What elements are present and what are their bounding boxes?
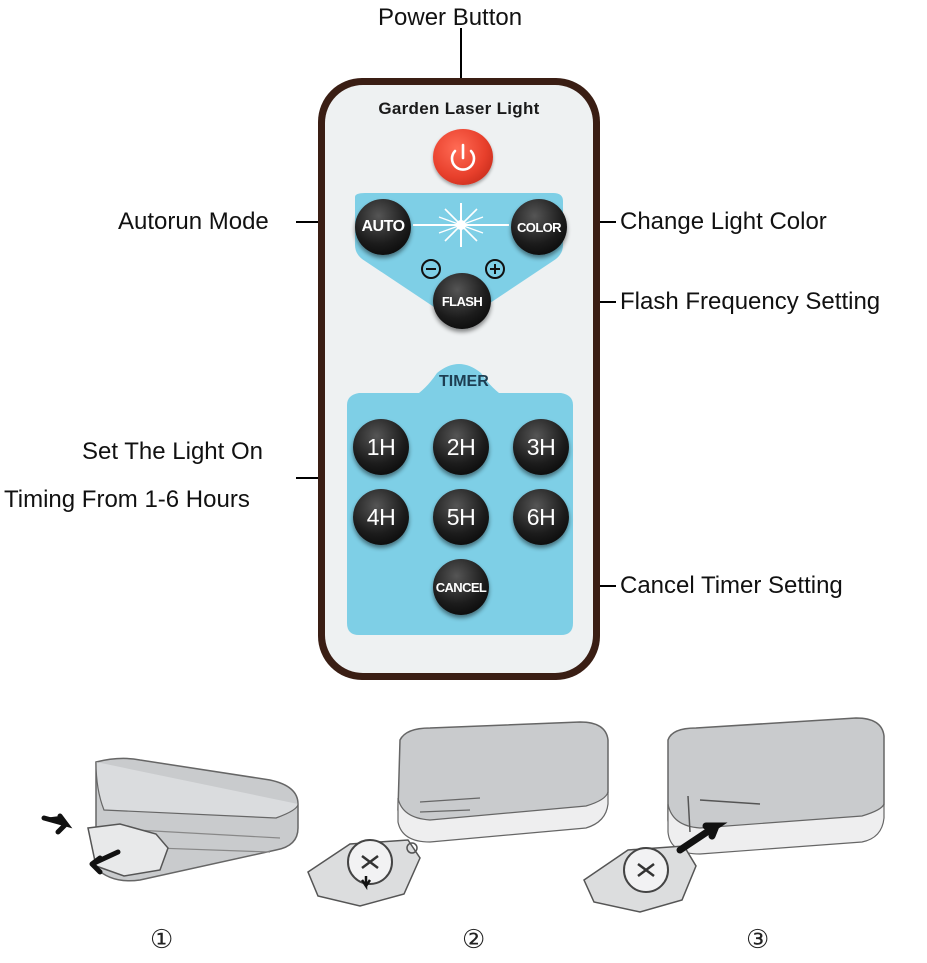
timer-callout-line2: Timing From 1-6 Hours xyxy=(4,486,250,513)
minus-icon xyxy=(421,259,441,279)
arrow-icon xyxy=(360,876,372,891)
timer-6h-button[interactable]: 6H xyxy=(513,489,569,545)
arrow-icon xyxy=(89,849,121,875)
change-color-callout: Change Light Color xyxy=(620,208,827,235)
step-1-illustration xyxy=(41,757,299,882)
timer-5h-button[interactable]: 5H xyxy=(433,489,489,545)
timer-callout-line1: Set The Light On xyxy=(82,438,264,465)
color-button[interactable]: COLOR xyxy=(511,199,567,255)
step-3-label: ③ xyxy=(746,925,770,955)
timer-label: TIMER xyxy=(439,373,489,390)
timer-4h-button[interactable]: 4H xyxy=(353,489,409,545)
step-1-label: ① xyxy=(150,925,174,955)
timer-3h-button[interactable]: 3H xyxy=(513,419,569,475)
flash-frequency-callout: Flash Frequency Setting xyxy=(620,288,881,315)
power-icon xyxy=(450,143,476,171)
step-3-illustration xyxy=(583,717,885,913)
arrow-icon xyxy=(41,813,73,835)
autorun-mode-callout: Autorun Mode xyxy=(118,208,269,235)
plus-icon xyxy=(485,259,505,279)
auto-button[interactable]: AUTO xyxy=(355,199,411,255)
power-button[interactable] xyxy=(433,129,493,185)
power-button-callout: Power Button xyxy=(378,4,523,31)
flash-button[interactable]: FLASH xyxy=(433,273,491,329)
battery-steps-illustration xyxy=(41,717,885,913)
cancel-button[interactable]: CANCEL xyxy=(433,559,489,615)
remote-control: Garden Laser Light xyxy=(318,78,600,680)
remote-face: Garden Laser Light xyxy=(325,85,593,673)
step-2-illustration xyxy=(307,721,609,907)
timer-1h-button[interactable]: 1H xyxy=(353,419,409,475)
arrow-icon xyxy=(676,822,728,854)
star-burst-icon xyxy=(413,203,509,247)
timer-2h-button[interactable]: 2H xyxy=(433,419,489,475)
cancel-timer-callout: Cancel Timer Setting xyxy=(620,572,843,599)
step-2-label: ② xyxy=(462,925,486,955)
remote-title: Garden Laser Light xyxy=(378,99,540,118)
